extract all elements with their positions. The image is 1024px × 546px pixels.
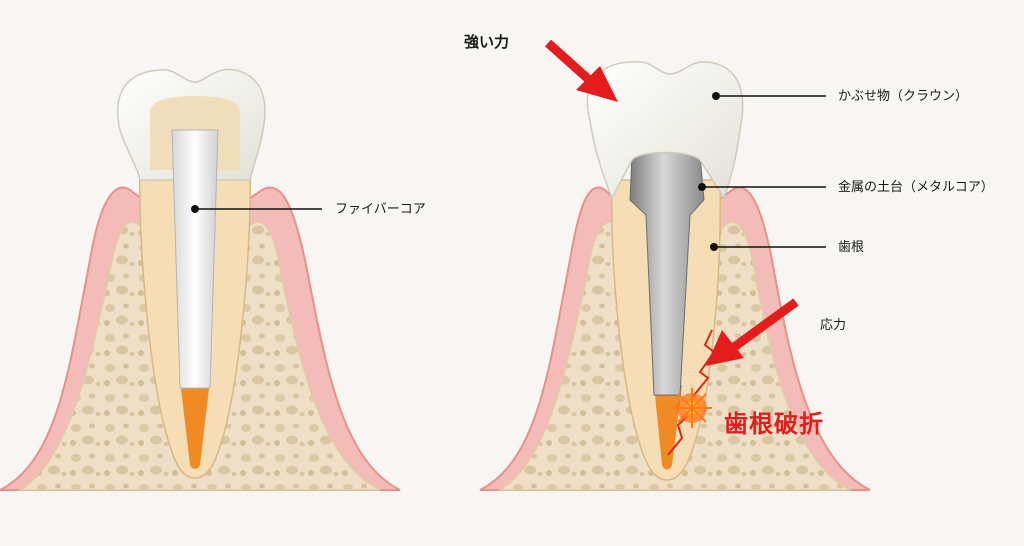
- stress-label: 応力: [820, 318, 847, 333]
- metal-core-label: 金属の土台（メタルコア）: [838, 180, 994, 195]
- right-crown: [586, 61, 744, 200]
- fiber-core-label: ファイバーコア: [335, 202, 426, 217]
- crown-label: かぶせ物（クラウン）: [838, 89, 969, 104]
- left-tooth-illustration: [0, 68, 401, 491]
- right-canal: [654, 385, 682, 470]
- root-fracture-label: 歯根破折: [724, 410, 824, 438]
- stress-arrow: [706, 298, 799, 366]
- left-canal: [180, 380, 210, 469]
- root-label: 歯根: [838, 240, 865, 255]
- fracture-line: [667, 329, 716, 456]
- strong-force-label: 強い力: [464, 33, 510, 51]
- right-tooth-illustration: [479, 39, 871, 491]
- left-fiber-post: [171, 129, 219, 389]
- strong-force-arrow: [544, 39, 618, 102]
- fracture-burst-spikes: [672, 388, 712, 428]
